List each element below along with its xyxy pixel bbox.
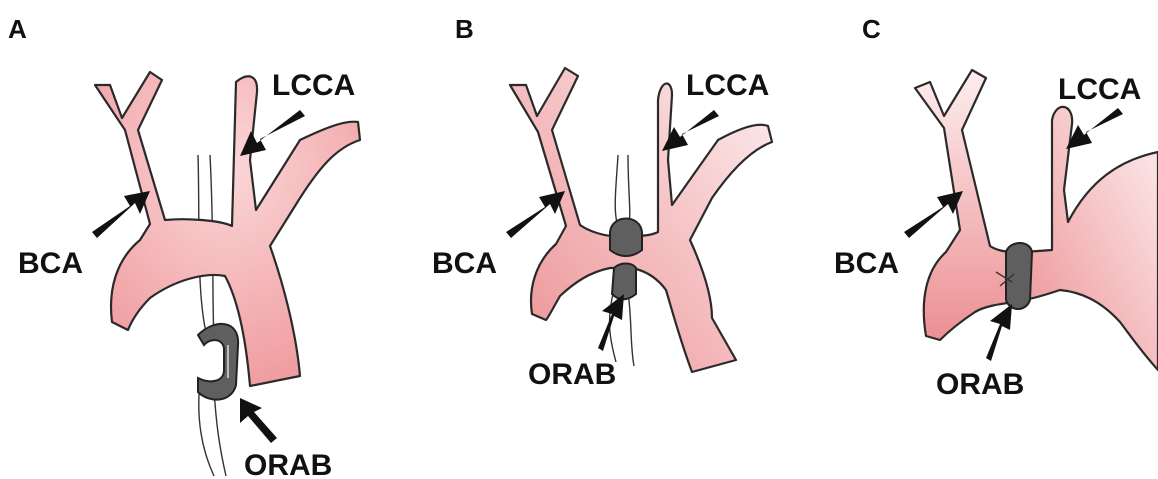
panel-letter-a: A xyxy=(8,14,27,44)
label-bca-a: BCA xyxy=(18,247,83,280)
arrow-orab-c xyxy=(986,304,1012,361)
arrow-bca-a xyxy=(92,191,150,238)
arrow-lcca-c xyxy=(1066,108,1123,149)
aortic-arch-right-c xyxy=(1024,107,1158,370)
label-bca-c: BCA xyxy=(834,247,899,280)
panel-a: A LCCA BCA ORAB xyxy=(8,14,360,479)
label-orab-c: ORAB xyxy=(936,368,1024,401)
aortic-arch-upper-b xyxy=(510,68,772,372)
panel-letter-b: B xyxy=(455,14,474,44)
aortic-arch-left-c xyxy=(915,70,1014,340)
orab-ring-a xyxy=(198,324,238,400)
arrow-orab-a xyxy=(240,398,277,443)
arrow-bca-b xyxy=(506,191,565,238)
panel-b: B LCCA BCA ORAB xyxy=(432,14,772,391)
label-orab-b: ORAB xyxy=(528,358,616,391)
label-bca-b: BCA xyxy=(432,247,497,280)
label-orab-a: ORAB xyxy=(244,449,332,479)
label-lcca-b: LCCA xyxy=(686,69,769,102)
label-lcca-c: LCCA xyxy=(1058,73,1141,106)
panel-letter-c: C xyxy=(862,14,881,44)
label-lcca-a: LCCA xyxy=(272,69,355,102)
arrow-bca-c xyxy=(904,191,963,238)
orab-ring-lower-b xyxy=(612,264,636,300)
suture-thread-a xyxy=(198,155,226,476)
orab-ring-c xyxy=(1006,243,1032,309)
panel-c: C LCCA BCA ORAB xyxy=(834,14,1158,401)
orab-ring-upper-b xyxy=(610,219,642,257)
